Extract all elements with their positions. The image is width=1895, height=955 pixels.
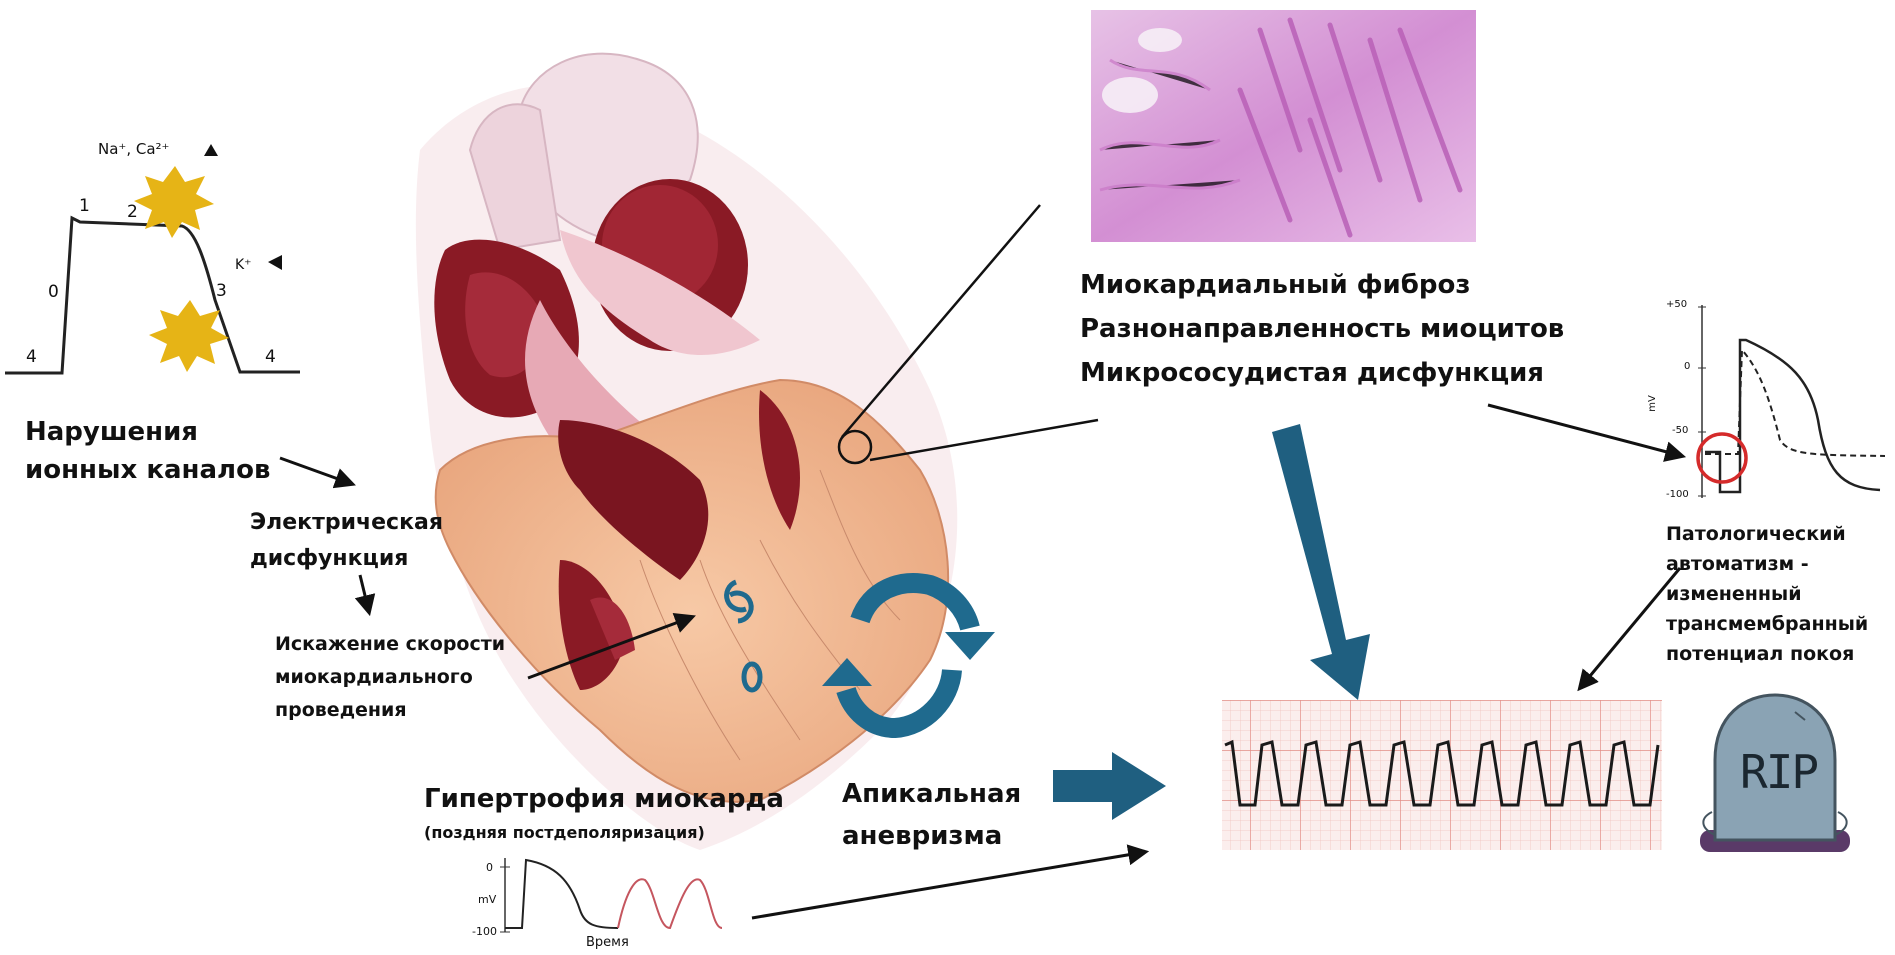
blue-arrow-down	[1272, 424, 1370, 700]
ion-star-bottom	[149, 300, 229, 372]
ion-star-top	[134, 166, 214, 238]
arrow-electrical-to-conduction	[360, 575, 369, 612]
histology-image	[1091, 10, 1476, 242]
ecg-strip	[1222, 700, 1662, 850]
ead-x-label: Время	[586, 935, 629, 950]
arrow-ion-to-electrical	[280, 458, 352, 484]
ead-tick-mv: mV	[478, 893, 496, 906]
ead-chart	[500, 858, 722, 932]
ap-tick-minus50: -50	[1672, 425, 1688, 436]
electrical-dysfunction-title: Электрическая дисфункция	[250, 505, 443, 577]
automatism-text: Патологический автоматизм - измененный т…	[1666, 519, 1868, 669]
phase-label-4-left: 4	[26, 347, 37, 367]
arrow-automatism-to-ecg	[1580, 568, 1680, 688]
fibrosis-line-2: Разнонаправленность миоцитов	[1080, 314, 1564, 344]
phase-label-4-right: 4	[265, 347, 276, 367]
hypertrophy-title: Гипертрофия миокарда	[424, 784, 784, 814]
tombstone-text: RIP	[1740, 745, 1817, 799]
aneurysm-title: Апикальная аневризма	[842, 773, 1021, 857]
blue-arrow-right	[1053, 752, 1166, 820]
conduction-title: Искажение скорости миокардиального прове…	[275, 628, 505, 727]
arrow-fibrosis-to-ap	[1488, 405, 1682, 456]
up-triangle-icon	[204, 144, 218, 156]
ion-label-na-ca: Na⁺, Ca²⁺	[98, 140, 169, 158]
ion-channel-title: Нарушения ионных каналов	[25, 413, 270, 489]
circ-arrowhead-1	[945, 632, 995, 660]
phase-label-2: 2	[127, 202, 138, 222]
ead-tick-0: 0	[486, 861, 493, 874]
resting-potential-chart	[1698, 305, 1885, 498]
ap-tick-50: +50	[1666, 299, 1687, 310]
left-triangle-icon	[268, 255, 282, 270]
ead-tick-100: -100	[472, 925, 497, 938]
phase-label-0: 0	[48, 282, 59, 302]
phase-label-1: 1	[79, 196, 90, 216]
ap-tick-minus100: -100	[1666, 489, 1689, 500]
ap-tick-0: 0	[1684, 361, 1690, 372]
ion-label-k: K⁺	[235, 257, 252, 273]
phase-label-3: 3	[216, 281, 227, 301]
fibrosis-line-3: Микрососудистая дисфункция	[1080, 358, 1544, 388]
arrow-ead-to-ecg	[752, 852, 1145, 918]
ap-y-label: mV	[1647, 395, 1658, 412]
hypertrophy-subtitle: (поздняя постдеполяризация)	[424, 823, 705, 842]
fibrosis-line-1: Миокардиальный фиброз	[1080, 270, 1471, 300]
